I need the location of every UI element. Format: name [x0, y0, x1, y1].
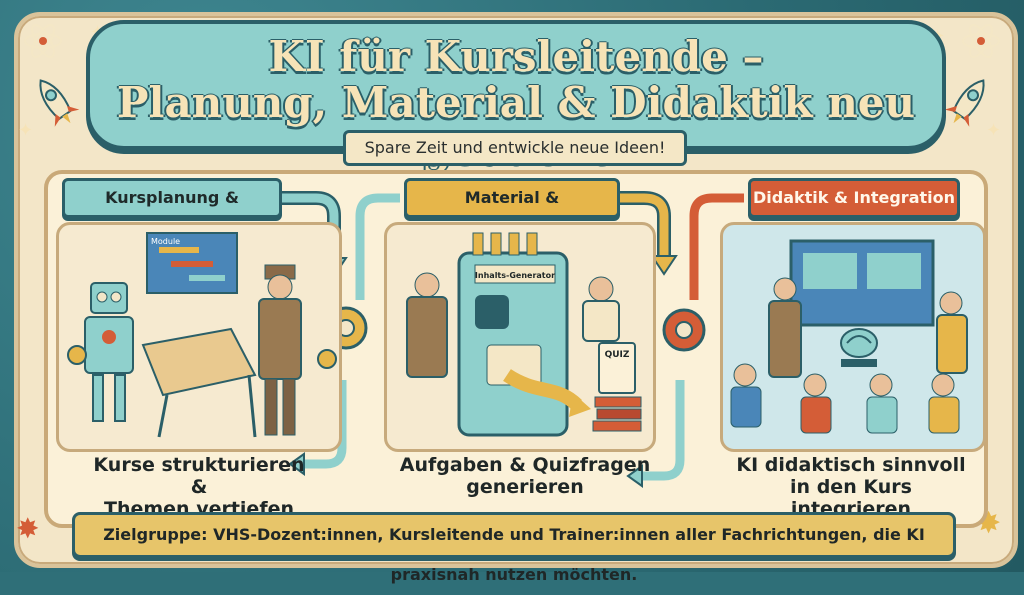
section-pill-didaktik: Didaktik & Integration	[748, 178, 960, 218]
quiz-label: QUIZ	[605, 350, 630, 360]
sparkle-icon: ✦	[18, 120, 34, 141]
caption-line: KI didaktisch sinnvoll	[736, 454, 966, 476]
rocket-icon	[944, 79, 985, 127]
caption-line: Aufgaben & Quizfragen	[399, 454, 651, 476]
robot-icon	[84, 282, 134, 422]
caption-line: Kurse strukturieren &	[93, 454, 305, 498]
quiz-sheet-icon	[598, 342, 636, 394]
board-label: Module	[151, 237, 180, 246]
atom-icon	[962, 24, 1000, 58]
illustration-kursplanung: Module	[56, 222, 342, 452]
subtitle-banner: Spare Zeit und entwickle neue Ideen!	[343, 130, 687, 166]
gear-icon	[317, 349, 337, 369]
caption-kursplanung: Kurse strukturieren & Themen vertiefen	[86, 454, 312, 520]
brain-icon	[840, 328, 878, 358]
planning-scene: Module	[67, 232, 337, 438]
title-line-1: KI für Kursleitende –	[268, 32, 764, 81]
illustration-didaktik	[720, 222, 986, 452]
caption-material: Aufgaben & Quizfragen generieren	[390, 454, 660, 514]
section-pill-material: Material & Vorbereitung	[404, 178, 620, 241]
section-pill-kursplanung: Kursplanung & Struktur	[62, 178, 282, 241]
sparkle-icon: ✸	[16, 512, 40, 545]
caption-didaktik: KI didaktisch sinnvoll in den Kurs integ…	[735, 454, 967, 520]
gear-icon	[67, 345, 87, 365]
caption-line: generieren	[466, 476, 584, 498]
classroom-scene	[730, 239, 968, 434]
illustration-material: Inhalts-Generator QUIZ	[384, 222, 656, 452]
atom-icon	[24, 24, 62, 58]
rocket-icon	[39, 79, 80, 127]
sparkle-icon: ✦	[986, 120, 1002, 141]
target-audience-banner: Zielgruppe: VHS-Dozent:innen, Kursleiten…	[72, 512, 956, 584]
machine-label: Inhalts-Generator	[475, 271, 555, 280]
generator-scene: Inhalts-Generator QUIZ	[406, 232, 642, 437]
